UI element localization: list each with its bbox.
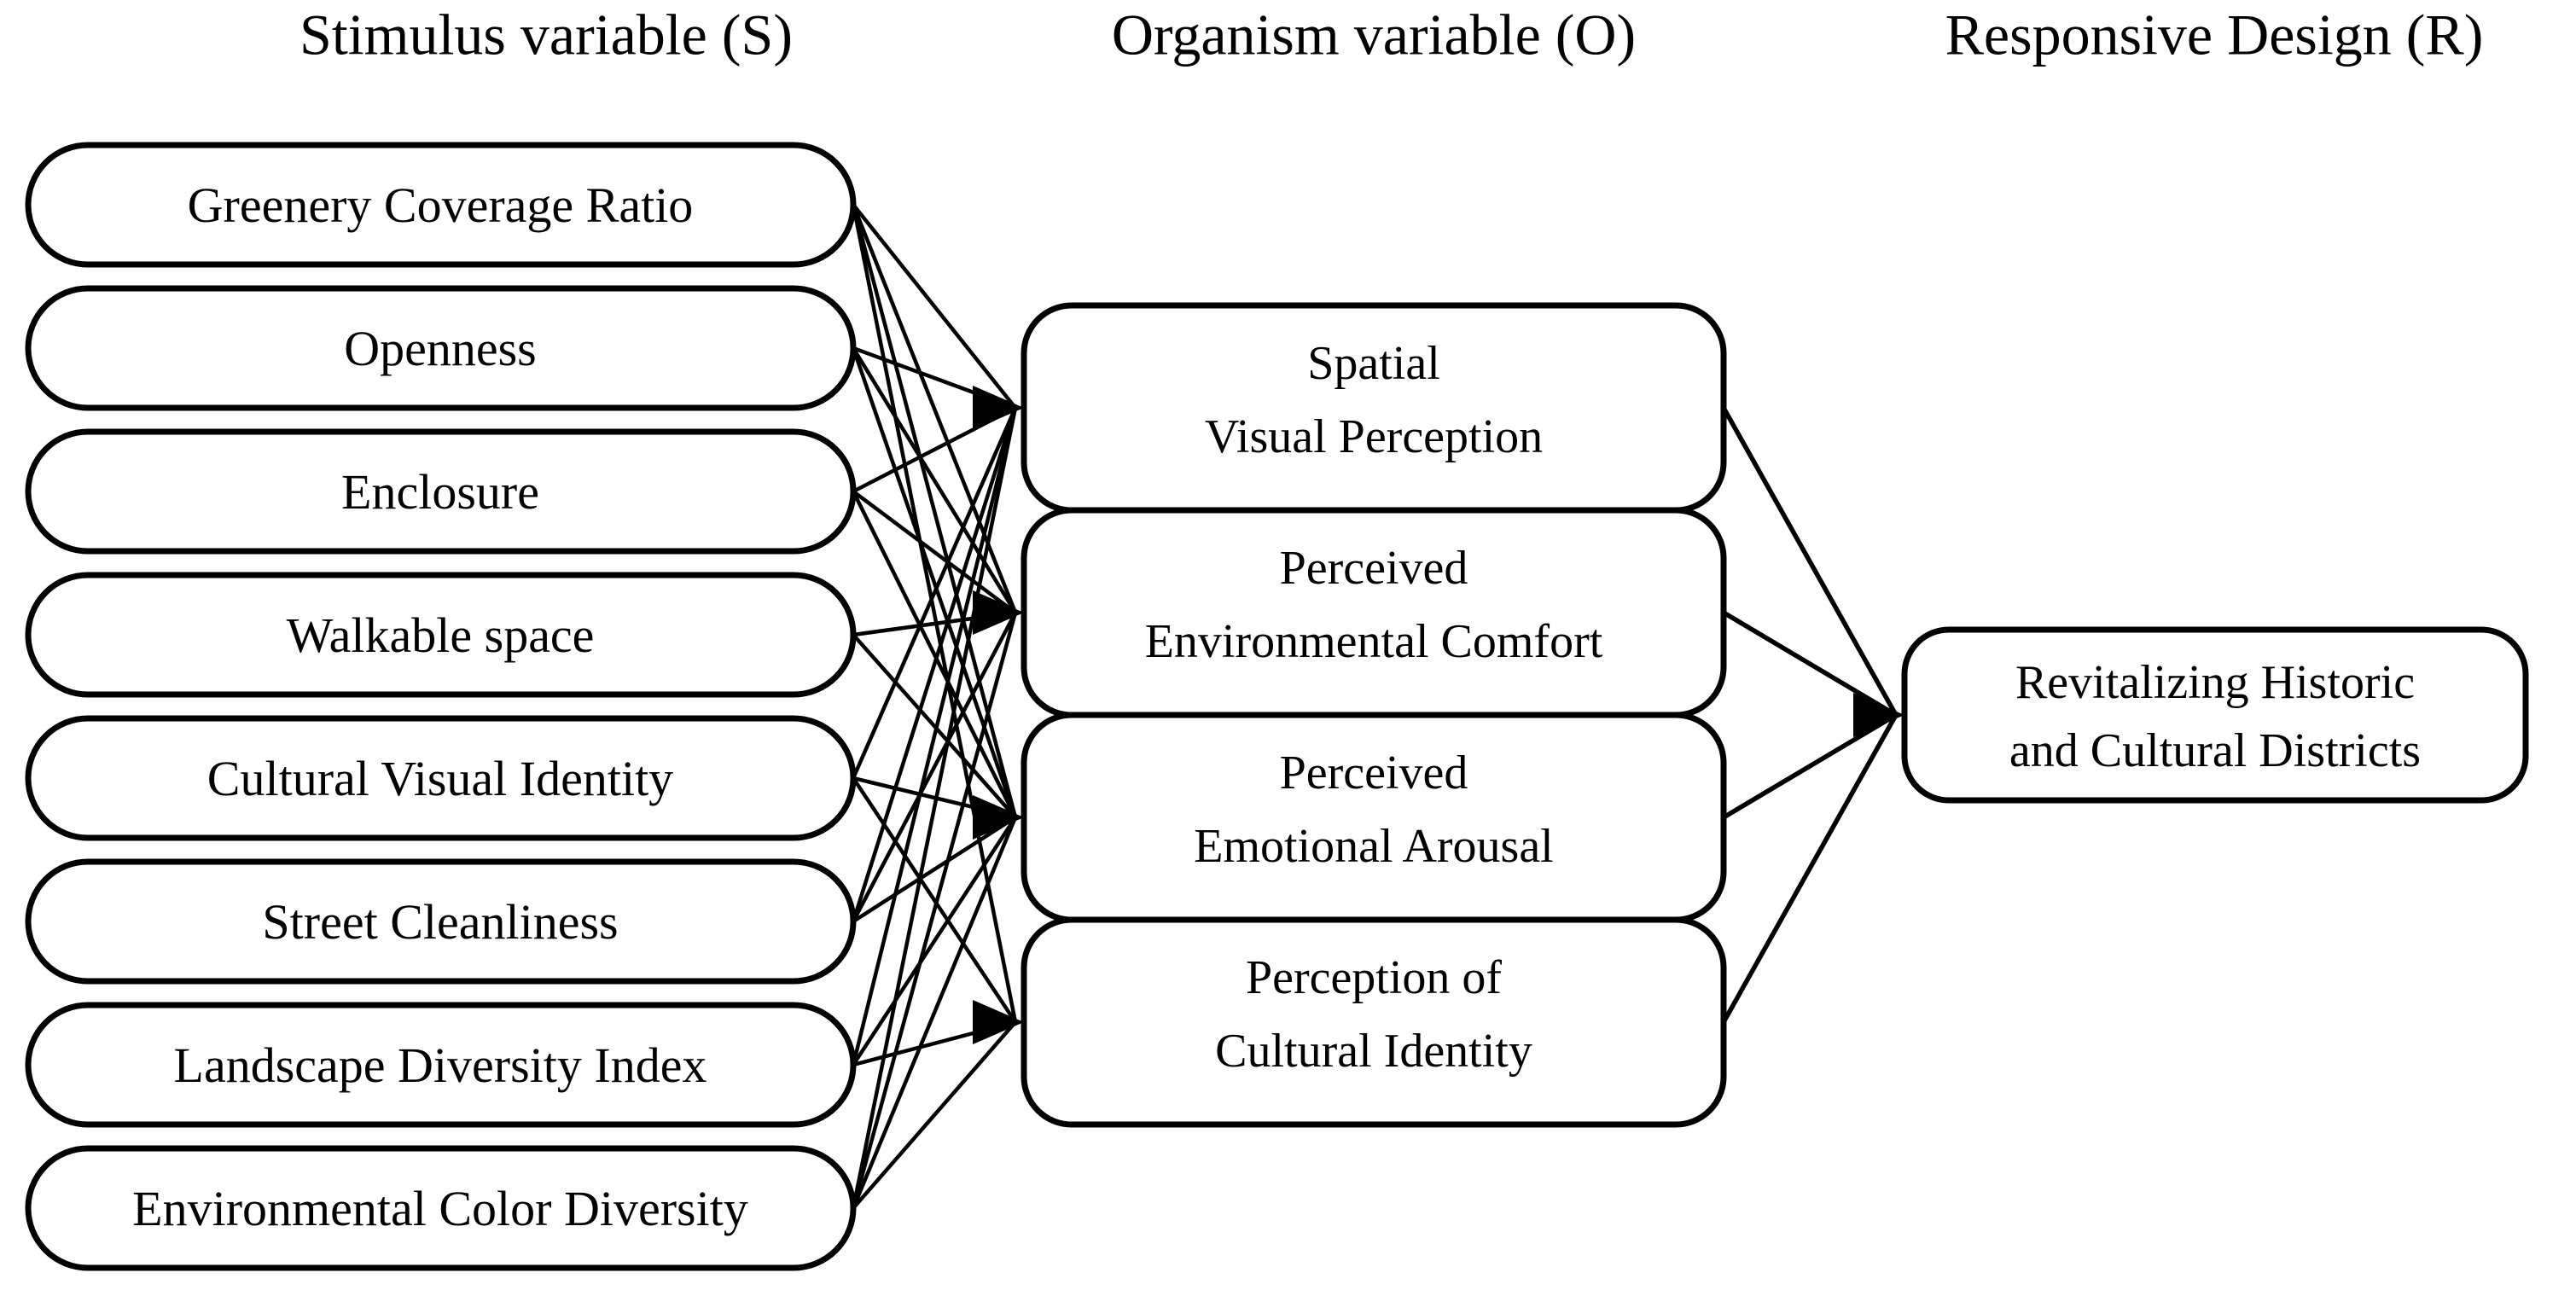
node-label-walkable-space: Walkable space bbox=[287, 607, 595, 663]
edge-line bbox=[852, 816, 1017, 1066]
edge-line bbox=[851, 407, 1018, 922]
edge-line bbox=[852, 346, 1017, 614]
edge-line bbox=[852, 203, 1017, 410]
stimulus-node-group[interactable]: Greenery Coverage Ratio Openness Enclosu… bbox=[25, 142, 857, 1271]
edge-line bbox=[851, 817, 1018, 1209]
edge-line bbox=[851, 347, 1018, 818]
arrow-head-icon bbox=[1853, 693, 1904, 737]
node-label-revitalizing-line2: and Cultural Districts bbox=[2009, 724, 2421, 777]
node-label-spatial-visual-perception-line2: Visual Perception bbox=[1205, 410, 1543, 463]
edge-line bbox=[1722, 610, 1898, 718]
node-cultural-visual-identity[interactable] bbox=[25, 715, 857, 841]
arrow-head-icon bbox=[973, 386, 1024, 430]
edge-line bbox=[852, 1020, 1017, 1210]
node-street-cleanliness[interactable] bbox=[25, 858, 857, 985]
arrow-head-icon bbox=[973, 590, 1024, 635]
organism-node-group[interactable]: Spatial Visual Perception Perceived Envi… bbox=[1021, 302, 1727, 1128]
node-enclosure[interactable] bbox=[25, 428, 857, 555]
edges-organism-to-responsive bbox=[1721, 406, 1899, 1024]
column-heading-responsive-design: Responsive Design (R) bbox=[1945, 3, 2484, 67]
node-label-perception-of-cultural-identity-line2: Cultural Identity bbox=[1215, 1025, 1532, 1078]
node-revitalizing-historic-and-cultural-districts[interactable] bbox=[1901, 626, 2529, 804]
node-label-revitalizing-line1: Revitalizing Historic bbox=[2015, 656, 2415, 709]
node-label-landscape-diversity-index: Landscape Diversity Index bbox=[174, 1037, 707, 1093]
edge-line bbox=[852, 490, 1017, 614]
node-label-spatial-visual-perception-line1: Spatial bbox=[1307, 337, 1440, 390]
arrowheads-responsive bbox=[1853, 693, 1904, 737]
node-label-openness: Openness bbox=[344, 321, 537, 376]
node-perceived-emotional-arousal[interactable] bbox=[1021, 712, 1727, 923]
edge-line bbox=[851, 490, 1018, 819]
edge-line bbox=[852, 611, 1017, 923]
node-label-environmental-color-diversity: Environmental Color Diversity bbox=[132, 1181, 748, 1236]
edge-line bbox=[851, 407, 1018, 1209]
node-label-perceived-environmental-comfort-line2: Environmental Comfort bbox=[1145, 615, 1603, 668]
column-heading-stimulus: Stimulus variable (S) bbox=[299, 3, 793, 67]
column-headings: Stimulus variable (S) Organism variable … bbox=[299, 3, 2483, 67]
node-label-enclosure: Enclosure bbox=[341, 464, 539, 520]
edge-line bbox=[852, 776, 1017, 1024]
edge-line bbox=[852, 633, 1017, 819]
node-label-perceived-emotional-arousal-line2: Emotional Arousal bbox=[1194, 820, 1554, 873]
node-landscape-diversity-index[interactable] bbox=[25, 1002, 857, 1128]
node-label-perception-of-cultural-identity-line1: Perception of bbox=[1246, 951, 1502, 1004]
node-label-perceived-environmental-comfort-line1: Perceived bbox=[1280, 542, 1468, 595]
node-label-greenery-coverage-ratio: Greenery Coverage Ratio bbox=[188, 177, 694, 233]
column-heading-organism: Organism variable (O) bbox=[1112, 3, 1636, 67]
responsive-node-group[interactable]: Revitalizing Historic and Cultural Distr… bbox=[1901, 626, 2529, 804]
node-spatial-visual-perception[interactable] bbox=[1021, 302, 1727, 514]
node-walkable-space[interactable] bbox=[25, 572, 857, 698]
edge-line bbox=[851, 612, 1018, 1209]
node-greenery-coverage-ratio[interactable] bbox=[25, 142, 857, 268]
edge-line bbox=[1721, 713, 1899, 1024]
edge-line bbox=[851, 407, 1018, 779]
edge-line bbox=[1722, 712, 1898, 820]
node-openness[interactable] bbox=[25, 285, 857, 411]
node-label-street-cleanliness: Street Cleanliness bbox=[262, 894, 618, 950]
edge-line bbox=[1721, 406, 1899, 717]
edge-line bbox=[851, 407, 1018, 1066]
arrowheads-organism bbox=[973, 386, 1024, 1044]
edges-stimulus-to-organism bbox=[851, 203, 1018, 1210]
edge-line bbox=[852, 816, 1017, 923]
node-environmental-color-diversity[interactable] bbox=[25, 1145, 857, 1271]
node-perceived-environmental-comfort[interactable] bbox=[1021, 507, 1727, 718]
node-label-cultural-visual-identity: Cultural Visual Identity bbox=[207, 751, 673, 806]
arrow-head-icon bbox=[973, 795, 1024, 840]
node-label-perceived-emotional-arousal-line1: Perceived bbox=[1280, 747, 1468, 799]
node-perception-of-cultural-identity[interactable] bbox=[1021, 916, 1727, 1128]
arrow-head-icon bbox=[973, 1000, 1024, 1044]
